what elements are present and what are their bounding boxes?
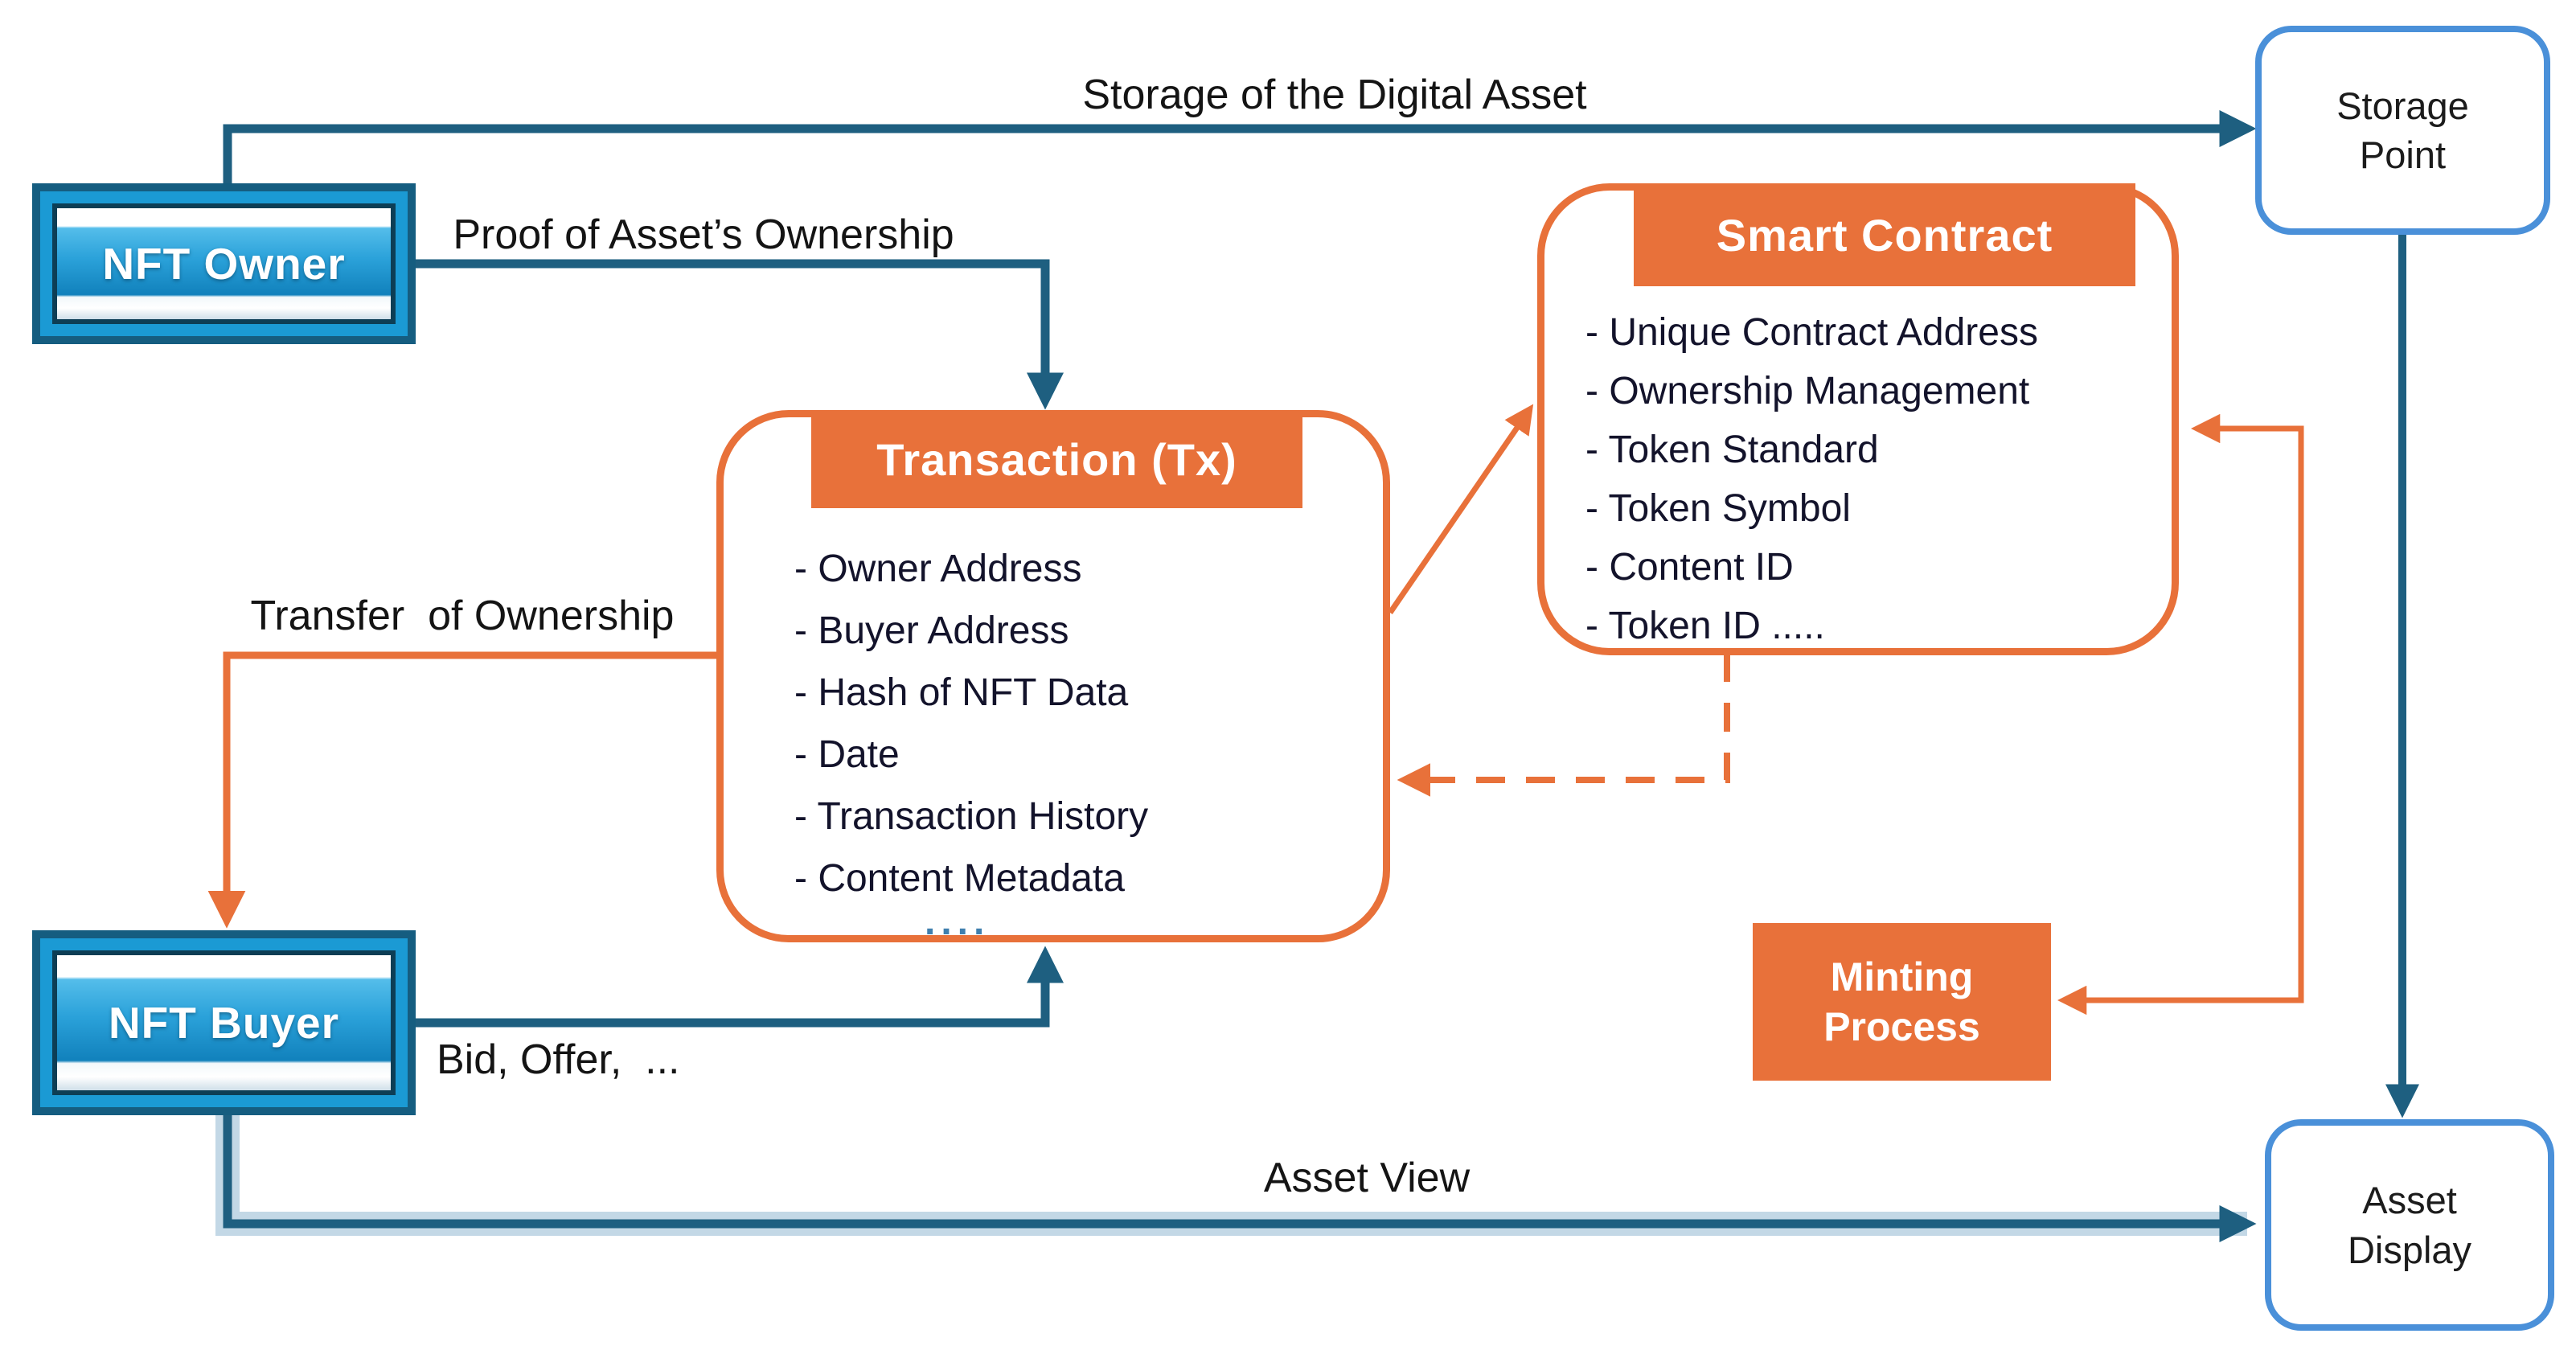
nft-owner-label: NFT Owner — [102, 239, 346, 289]
list-item: - Owner Address — [794, 548, 1082, 590]
list-item: - Content Metadata — [794, 857, 1125, 900]
transaction-header-band: Transaction (Tx) — [811, 410, 1302, 508]
smart-contract-header-band: Smart Contract — [1634, 183, 2135, 286]
node-smart-contract: Smart Contract - Unique Contract Address… — [1537, 183, 2179, 655]
edge-transfer-of-ownership — [207, 651, 716, 929]
list-item: - Transaction History — [794, 795, 1149, 838]
asset-display-label: Asset Display — [2347, 1179, 2472, 1271]
minting-process-label: Minting Process — [1823, 954, 1980, 1050]
node-nft-buyer: NFT Buyer — [32, 930, 416, 1115]
list-item: - Token Standard — [1585, 429, 1879, 471]
list-item: - Buyer Address — [794, 609, 1069, 652]
list-item: - Hash of NFT Data — [794, 671, 1129, 714]
edge-storage-of-digital-asset — [223, 109, 2257, 185]
smart-contract-item-list: - Unique Contract Address - Ownership Man… — [1585, 303, 2038, 655]
node-nft-owner: NFT Owner — [32, 183, 416, 344]
edge-transaction-to-smart-contract — [1388, 404, 1534, 614]
node-asset-display: Asset Display — [2265, 1119, 2554, 1331]
edge-label-storage-of-digital-asset: Storage of the Digital Asset — [1082, 72, 1587, 118]
node-storage-point: Storage Point — [2255, 26, 2550, 235]
node-transaction: Transaction (Tx) - Owner Address - Buyer … — [716, 410, 1390, 943]
edge-smart-contract-minting — [2057, 413, 2304, 1016]
storage-point-label: Storage Point — [2336, 84, 2469, 176]
transaction-item-list: - Owner Address - Buyer Address - Hash of … — [794, 538, 1148, 909]
transaction-title: Transaction (Tx) — [876, 433, 1237, 485]
list-item: - Content ID — [1585, 546, 1794, 589]
nft-buyer-label: NFT Buyer — [108, 998, 340, 1048]
list-item: - Unique Contract Address — [1585, 311, 2038, 354]
nft-owner-inner-panel: NFT Owner — [52, 203, 396, 324]
edge-bid-offer — [416, 946, 1064, 1028]
list-item: - Token Symbol — [1585, 487, 1851, 530]
edge-label-proof-of-ownership: Proof of Asset’s Ownership — [453, 211, 954, 258]
edge-label-asset-view: Asset View — [1263, 1155, 1471, 1201]
nft-buyer-inner-panel: NFT Buyer — [52, 950, 396, 1095]
edge-asset-view — [223, 1115, 2257, 1243]
list-item: - Ownership Management — [1585, 370, 2030, 412]
edge-label-transfer-of-ownership: Transfer of Ownership — [250, 593, 675, 639]
edge-label-bid-offer: Bid, Offer, ... — [437, 1036, 680, 1083]
smart-contract-title: Smart Contract — [1716, 209, 2053, 261]
list-item: - Date — [794, 733, 900, 776]
list-item: - Token ID ..... — [1585, 605, 1825, 647]
edge-proof-of-ownership — [416, 259, 1064, 410]
edge-smart-contract-to-transaction-dashed — [1397, 653, 1730, 797]
transaction-more-dots: .... — [925, 901, 991, 943]
node-minting-process: Minting Process — [1753, 923, 2051, 1081]
